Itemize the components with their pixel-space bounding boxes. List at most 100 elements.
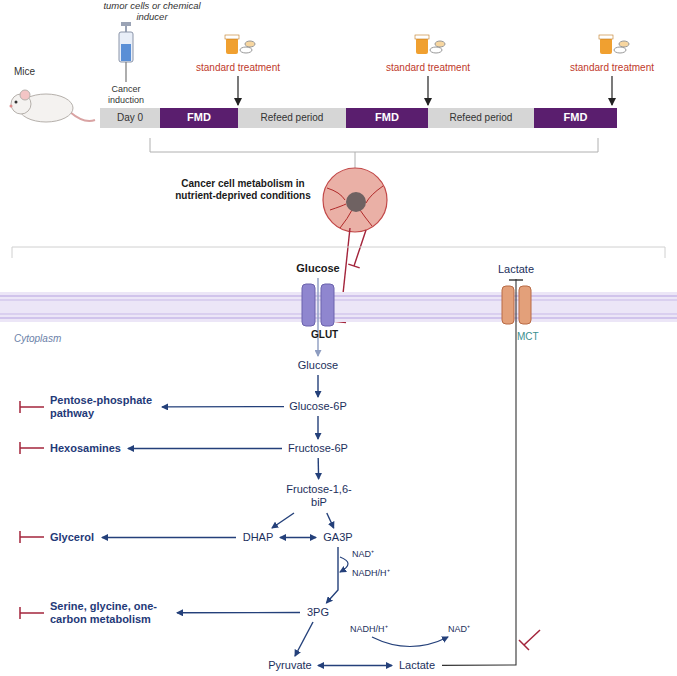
timeline-bracket — [150, 138, 598, 152]
inhibition-line — [20, 536, 44, 538]
pathway-label-node: Pentose-phosphate pathway — [50, 392, 160, 422]
node-text: Serine, glycine, one-carbon metabolism — [50, 600, 175, 626]
node-text: Fructose-6P — [288, 442, 348, 455]
tumor-vessels — [327, 186, 383, 228]
membrane-line — [0, 317, 677, 319]
pill-bottle — [600, 38, 612, 54]
pill — [430, 47, 442, 53]
syringe-needle — [125, 62, 126, 82]
treatment-label: standard treatment — [562, 62, 662, 74]
pathway-arrow — [318, 665, 392, 666]
pill-cap — [415, 35, 429, 39]
node-text: 3PG — [307, 606, 329, 619]
pathway-inhibitions — [20, 401, 540, 650]
metabolite-node: Pyruvate — [264, 658, 316, 673]
bracket-stem — [355, 152, 356, 168]
transporter-half — [502, 286, 514, 324]
section-frame — [12, 247, 665, 258]
annotation-text: Cancer induction — [98, 84, 154, 106]
metabolite-node: Fructose-1,6-biP — [284, 481, 354, 511]
refeed-segment: Refeed period — [238, 108, 346, 128]
tumor-core — [346, 192, 366, 212]
node-text: Pyruvate — [268, 659, 311, 672]
metabolite-node: Glucose — [297, 261, 339, 276]
fmd-segment: FMD — [346, 108, 428, 128]
pathway-arrow — [162, 406, 284, 408]
node-text: Pentose-phosphate pathway — [50, 394, 160, 420]
node-text: Lactate — [498, 263, 534, 276]
mouse-nose — [10, 105, 13, 108]
node-text: Glucose — [298, 359, 338, 372]
pill-bottle — [416, 38, 428, 54]
membrane-band — [0, 292, 677, 322]
node-text: Fructose-1,6-biP — [284, 483, 354, 509]
inhibition-line — [354, 230, 366, 266]
transporter-label: GLUT — [311, 329, 351, 341]
node-text: FMD — [564, 111, 588, 124]
fmd-segment: FMD — [534, 108, 617, 128]
annotation-text: tumor cells or chemical inducer — [92, 0, 212, 23]
node-text: Hexosamines — [50, 442, 121, 455]
treatment-arrow — [427, 76, 428, 105]
node-text: Lactate — [399, 659, 435, 672]
tumor-illustration — [323, 168, 387, 232]
cofactor-curve — [372, 637, 448, 647]
pathway-arrow — [317, 416, 318, 439]
pill-cap — [599, 35, 613, 39]
group-label: Mice — [14, 66, 54, 78]
inhibition-bar — [348, 264, 359, 268]
pill — [435, 41, 445, 47]
mouse-tail — [70, 112, 95, 121]
pathway-arrow — [280, 537, 316, 538]
pathway-arrow — [177, 612, 300, 614]
metabolite-node: Glucose — [293, 358, 343, 373]
pathway-arrow — [318, 458, 320, 479]
syringe-rod — [125, 26, 127, 32]
pill — [245, 41, 255, 47]
metabolite-node: GA3P — [318, 530, 358, 545]
inhibition-line — [20, 612, 44, 614]
node-text: GA3P — [323, 531, 352, 544]
pathway-label-node: Hexosamines — [50, 441, 126, 456]
pathway-arrow — [326, 547, 338, 603]
pathway-arrow — [272, 513, 294, 528]
node-text: Glycerol — [50, 531, 94, 544]
treatment-arrow — [237, 76, 238, 105]
mouse-eye — [15, 101, 18, 104]
compartment-label: Cytoplasm — [14, 333, 94, 345]
transporter-half — [321, 284, 334, 326]
pill — [614, 47, 626, 53]
pathway-arrow — [442, 279, 516, 665]
pathway-arrow — [327, 513, 334, 528]
cofactor-label: NAD⁺ — [448, 624, 488, 635]
membrane-line — [0, 295, 677, 297]
mouse-illustration — [10, 90, 96, 122]
syringe-plunger — [121, 22, 131, 26]
metabolite-node: 3PG — [302, 605, 334, 620]
cofactor-curve — [340, 557, 348, 572]
pill-cap — [225, 35, 239, 39]
cofactor-label: NAD⁺ — [352, 549, 392, 560]
inhibition-bar — [519, 640, 529, 650]
pathway-arrow — [317, 278, 318, 356]
pill — [619, 41, 629, 47]
pill-icons — [225, 35, 629, 54]
metabolite-node: Lactate — [394, 658, 440, 673]
pathway-label-node: Glycerol — [50, 530, 100, 545]
cofactor-label: NADH/H⁺ — [352, 568, 402, 579]
treatment-label: standard treatment — [378, 62, 478, 74]
pathway-label-node: Serine, glycine, one-carbon metabolism — [50, 598, 175, 628]
timeline-segment: Day 0 — [100, 108, 160, 128]
mouse-ear — [20, 90, 30, 100]
cell-membrane — [0, 292, 677, 322]
node-text: Day 0 — [117, 112, 143, 124]
membrane-line — [0, 300, 677, 301]
transporter-label: MCT — [517, 331, 557, 343]
tumor-mass — [323, 168, 387, 232]
treatment-arrows — [238, 76, 612, 105]
metabolite-node: Lactate — [493, 262, 539, 277]
node-text: Glucose — [296, 262, 339, 275]
transporter-half — [302, 284, 315, 326]
